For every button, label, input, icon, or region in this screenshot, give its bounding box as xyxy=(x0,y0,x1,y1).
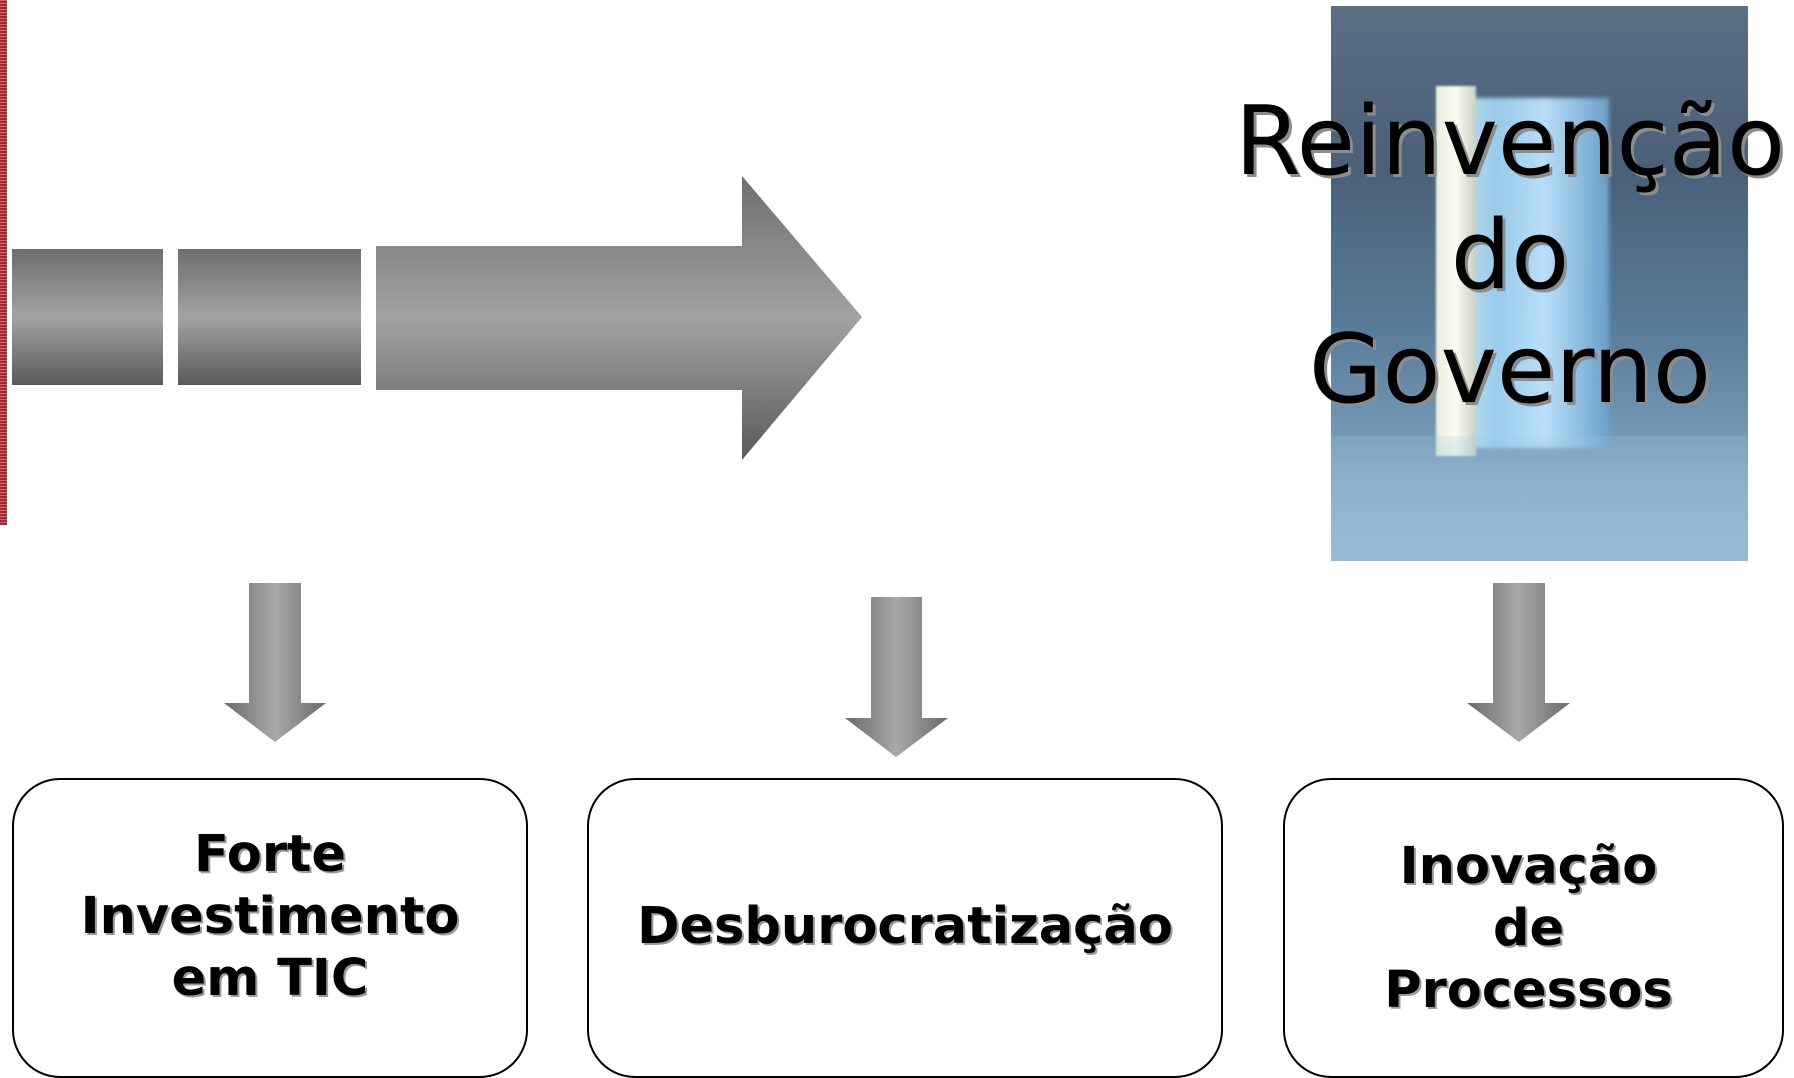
arrow-block-2 xyxy=(178,249,361,385)
floor-glow xyxy=(1331,436,1748,561)
door-frame xyxy=(1436,86,1476,456)
down-arrow-2 xyxy=(845,597,948,757)
box-desburocratizacao: Desburocratização xyxy=(587,778,1223,1078)
box-label: Desburocratização xyxy=(637,897,1173,956)
panel-title: Reinvenção do Governo xyxy=(1234,87,1786,425)
box-label: Inovação de Processos xyxy=(1384,837,1673,1020)
box-inovacao-processos: Inovação de Processos xyxy=(1283,778,1784,1078)
main-right-arrow xyxy=(376,176,862,460)
box-forte-investimento: Forte Investimento em TIC xyxy=(12,778,528,1078)
down-arrow-3 xyxy=(1467,583,1570,742)
box-label: Forte Investimento em TIC xyxy=(80,825,460,1008)
down-arrow-1 xyxy=(224,583,326,742)
open-door-image xyxy=(1331,6,1748,561)
slide-left-border xyxy=(0,0,7,525)
arrow-block-1 xyxy=(12,249,163,385)
